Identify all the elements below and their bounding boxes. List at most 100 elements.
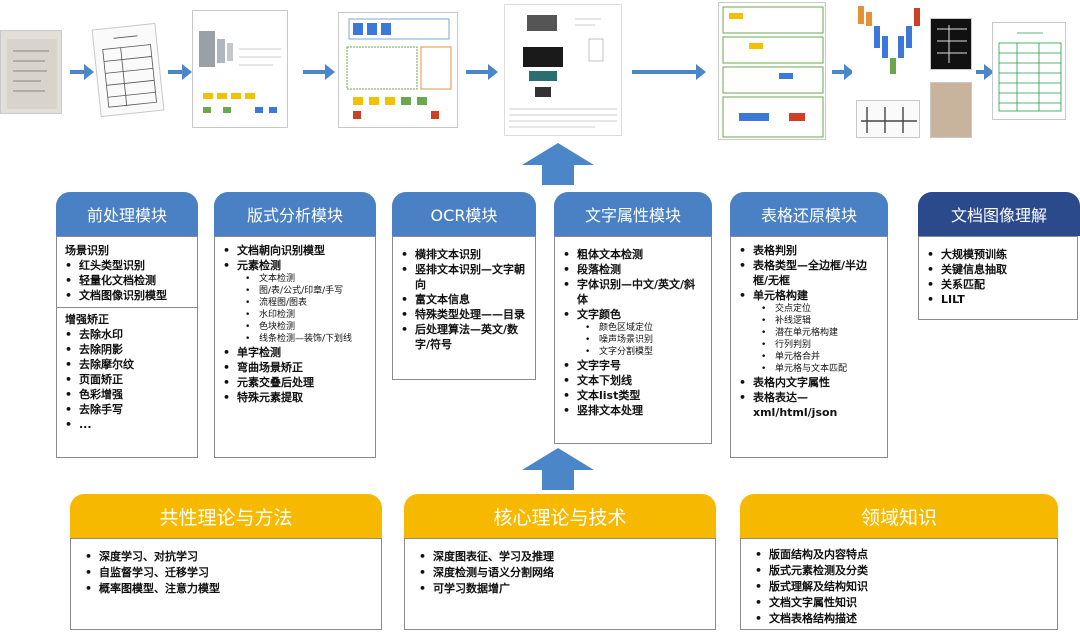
- document-understanding-box: 大规模预训练 关键信息抽取 关系匹配 LILT: [918, 236, 1078, 320]
- list-subitem: 流程图/图表: [223, 297, 367, 309]
- list-item: 去除水印: [65, 327, 189, 342]
- list-item: 单字检测: [223, 345, 367, 360]
- list-item: 关系匹配: [927, 277, 1069, 292]
- common-theory-header: 共性理论与方法: [70, 494, 382, 538]
- core-theory-box: 深度图表征、学习及推理 深度检测与语义分割网络 可学习数据增广: [404, 538, 716, 630]
- list-item: 去除摩尔纹: [65, 357, 189, 372]
- list-subitem: 行列判别: [739, 339, 879, 351]
- list-item: 版式理解及结构知识: [753, 579, 1045, 595]
- list-item: 深度检测与语义分割网络: [417, 565, 703, 581]
- layout-analysis-module-header: 版式分析模块: [214, 192, 376, 236]
- list-item: 特殊类型处理——目录: [401, 307, 527, 322]
- attribute-modules-thumbnail: [718, 2, 826, 140]
- scanned-form-thumbnail: [91, 22, 165, 118]
- layout-network-thumbnail: [192, 10, 288, 128]
- list-item: 去除手写: [65, 402, 189, 417]
- list-item: 大规模预训练: [927, 247, 1069, 262]
- core-theory-header: 核心理论与技术: [404, 494, 716, 538]
- list-subitem: 图/表/公式/印章/手写: [223, 285, 367, 297]
- list-item: 页面矫正: [65, 372, 189, 387]
- list-item: 深度学习、对抗学习: [83, 549, 369, 565]
- list-item: 粗体文本检测: [563, 247, 703, 262]
- table-restoration-module-header: 表格还原模块: [730, 192, 888, 236]
- table-structure-thumbnail: [856, 100, 920, 138]
- up-arrow-icon: [522, 143, 594, 185]
- section-heading: 增强矫正: [65, 313, 109, 326]
- list-item: 版式元素检测及分类: [753, 563, 1045, 579]
- text-attribute-module-header: 文字属性模块: [554, 192, 712, 236]
- divider: [57, 307, 197, 308]
- list-item: 元素检测: [223, 258, 367, 273]
- list-item: 字体识别—中文/英文/斜体: [563, 277, 703, 307]
- list-subitem: 单元格合并: [739, 351, 879, 363]
- domain-knowledge-header: 领域知识: [740, 494, 1058, 538]
- pipeline-arrow: [832, 64, 854, 80]
- list-item: 概率图模型、注意力模型: [83, 581, 369, 597]
- pipeline-arrow: [303, 64, 335, 80]
- list-item: 竖排文本识别—文字朝向: [401, 262, 527, 292]
- ocr-module-box: 横排文本识别 竖排文本识别—文字朝向 富文本信息 特殊类型处理——目录 后处理算…: [392, 236, 536, 380]
- list-item: 文本下划线: [563, 373, 703, 388]
- list-item: 特殊元素提取: [223, 390, 367, 405]
- list-item: 元素交叠后处理: [223, 375, 367, 390]
- pipeline-arrow: [70, 64, 94, 80]
- list-item: 深度图表征、学习及推理: [417, 549, 703, 565]
- list-item: 表格表达—xml/html/json: [739, 390, 879, 420]
- domain-knowledge-box: 版面结构及内容特点 版式元素检测及分类 版式理解及结构知识 文档文字属性知识 文…: [740, 538, 1058, 630]
- list-item: 文字颜色: [563, 307, 703, 322]
- list-item: 单元格构建: [739, 288, 879, 303]
- ocr-architecture-thumbnail: [504, 4, 622, 136]
- list-item: 版面结构及内容特点: [753, 547, 1045, 563]
- list-item: 竖排文本处理: [563, 403, 703, 418]
- layout-architecture-thumbnail: [338, 12, 458, 128]
- list-item: 轻量化文档检测: [65, 273, 189, 288]
- list-item: 文档图像识别模型: [65, 288, 189, 303]
- list-item: ...: [65, 417, 189, 432]
- list-subitem: 颜色区域定位: [563, 322, 703, 334]
- list-item: 横排文本识别: [401, 247, 527, 262]
- list-subitem: 线条检测—装饰/下划线: [223, 333, 367, 345]
- list-item: 关键信息抽取: [927, 262, 1069, 277]
- scanned-photo-thumbnail: [0, 30, 62, 114]
- pipeline-arrow: [976, 64, 994, 80]
- list-item: 表格类型—全边框/半边框/无框: [739, 258, 879, 288]
- list-subitem: 文本检测: [223, 273, 367, 285]
- preprocessing-module-box: 场景识别 红头类型识别 轻量化文档检测 文档图像识别模型 增强矫正 去除水印 去…: [56, 236, 198, 458]
- pipeline-arrow: [168, 64, 192, 80]
- list-item: 文档朝向识别模型: [223, 243, 367, 258]
- pipeline-arrow: [466, 64, 498, 80]
- text-attribute-module-box: 粗体文本检测 段落检测 字体识别—中文/英文/斜体 文字颜色 颜色区域定位 噪声…: [554, 236, 712, 444]
- unet-architecture-thumbnail: [852, 2, 926, 94]
- layout-analysis-module-box: 文档朝向识别模型 元素检测 文本检测 图/表/公式/印章/手写 流程图/图表 水…: [214, 236, 376, 458]
- list-item: 自监督学习、迁移学习: [83, 565, 369, 581]
- list-item: 文本list类型: [563, 388, 703, 403]
- list-item: 后处理算法—英文/数字/符号: [401, 322, 527, 352]
- list-item: 表格判别: [739, 243, 879, 258]
- list-item: 可学习数据增广: [417, 581, 703, 597]
- table-restoration-module-box: 表格判别 表格类型—全边框/半边框/无框 单元格构建 交点定位 补线逻辑 潜在单…: [730, 236, 888, 458]
- list-subitem: 水印检测: [223, 309, 367, 321]
- list-item: 色彩增强: [65, 387, 189, 402]
- preprocessing-module-header: 前处理模块: [56, 192, 198, 236]
- restored-table-thumbnail: [992, 22, 1066, 120]
- list-subitem: 单元格与文本匹配: [739, 363, 879, 375]
- list-item: 红头类型识别: [65, 258, 189, 273]
- list-item: 文字字号: [563, 358, 703, 373]
- list-subitem: 潜在单元格构建: [739, 327, 879, 339]
- list-item: 弯曲场景矫正: [223, 360, 367, 375]
- pipeline-arrow: [632, 64, 706, 80]
- list-item: 段落检测: [563, 262, 703, 277]
- list-subitem: 文字分割模型: [563, 346, 703, 358]
- line-mask-thumbnail: [930, 18, 972, 70]
- list-item: 表格内文字属性: [739, 375, 879, 390]
- up-arrow-icon: [522, 448, 594, 490]
- list-item: 富文本信息: [401, 292, 527, 307]
- list-item: 文档文字属性知识: [753, 595, 1045, 611]
- common-theory-box: 深度学习、对抗学习 自监督学习、迁移学习 概率图模型、注意力模型: [70, 538, 382, 630]
- list-subitem: 交点定位: [739, 303, 879, 315]
- list-item: LILT: [927, 292, 1069, 307]
- section-heading: 场景识别: [65, 244, 109, 257]
- list-item: 去除阴影: [65, 342, 189, 357]
- table-photo-thumbnail: [930, 82, 972, 138]
- document-understanding-header: 文档图像理解: [918, 192, 1080, 236]
